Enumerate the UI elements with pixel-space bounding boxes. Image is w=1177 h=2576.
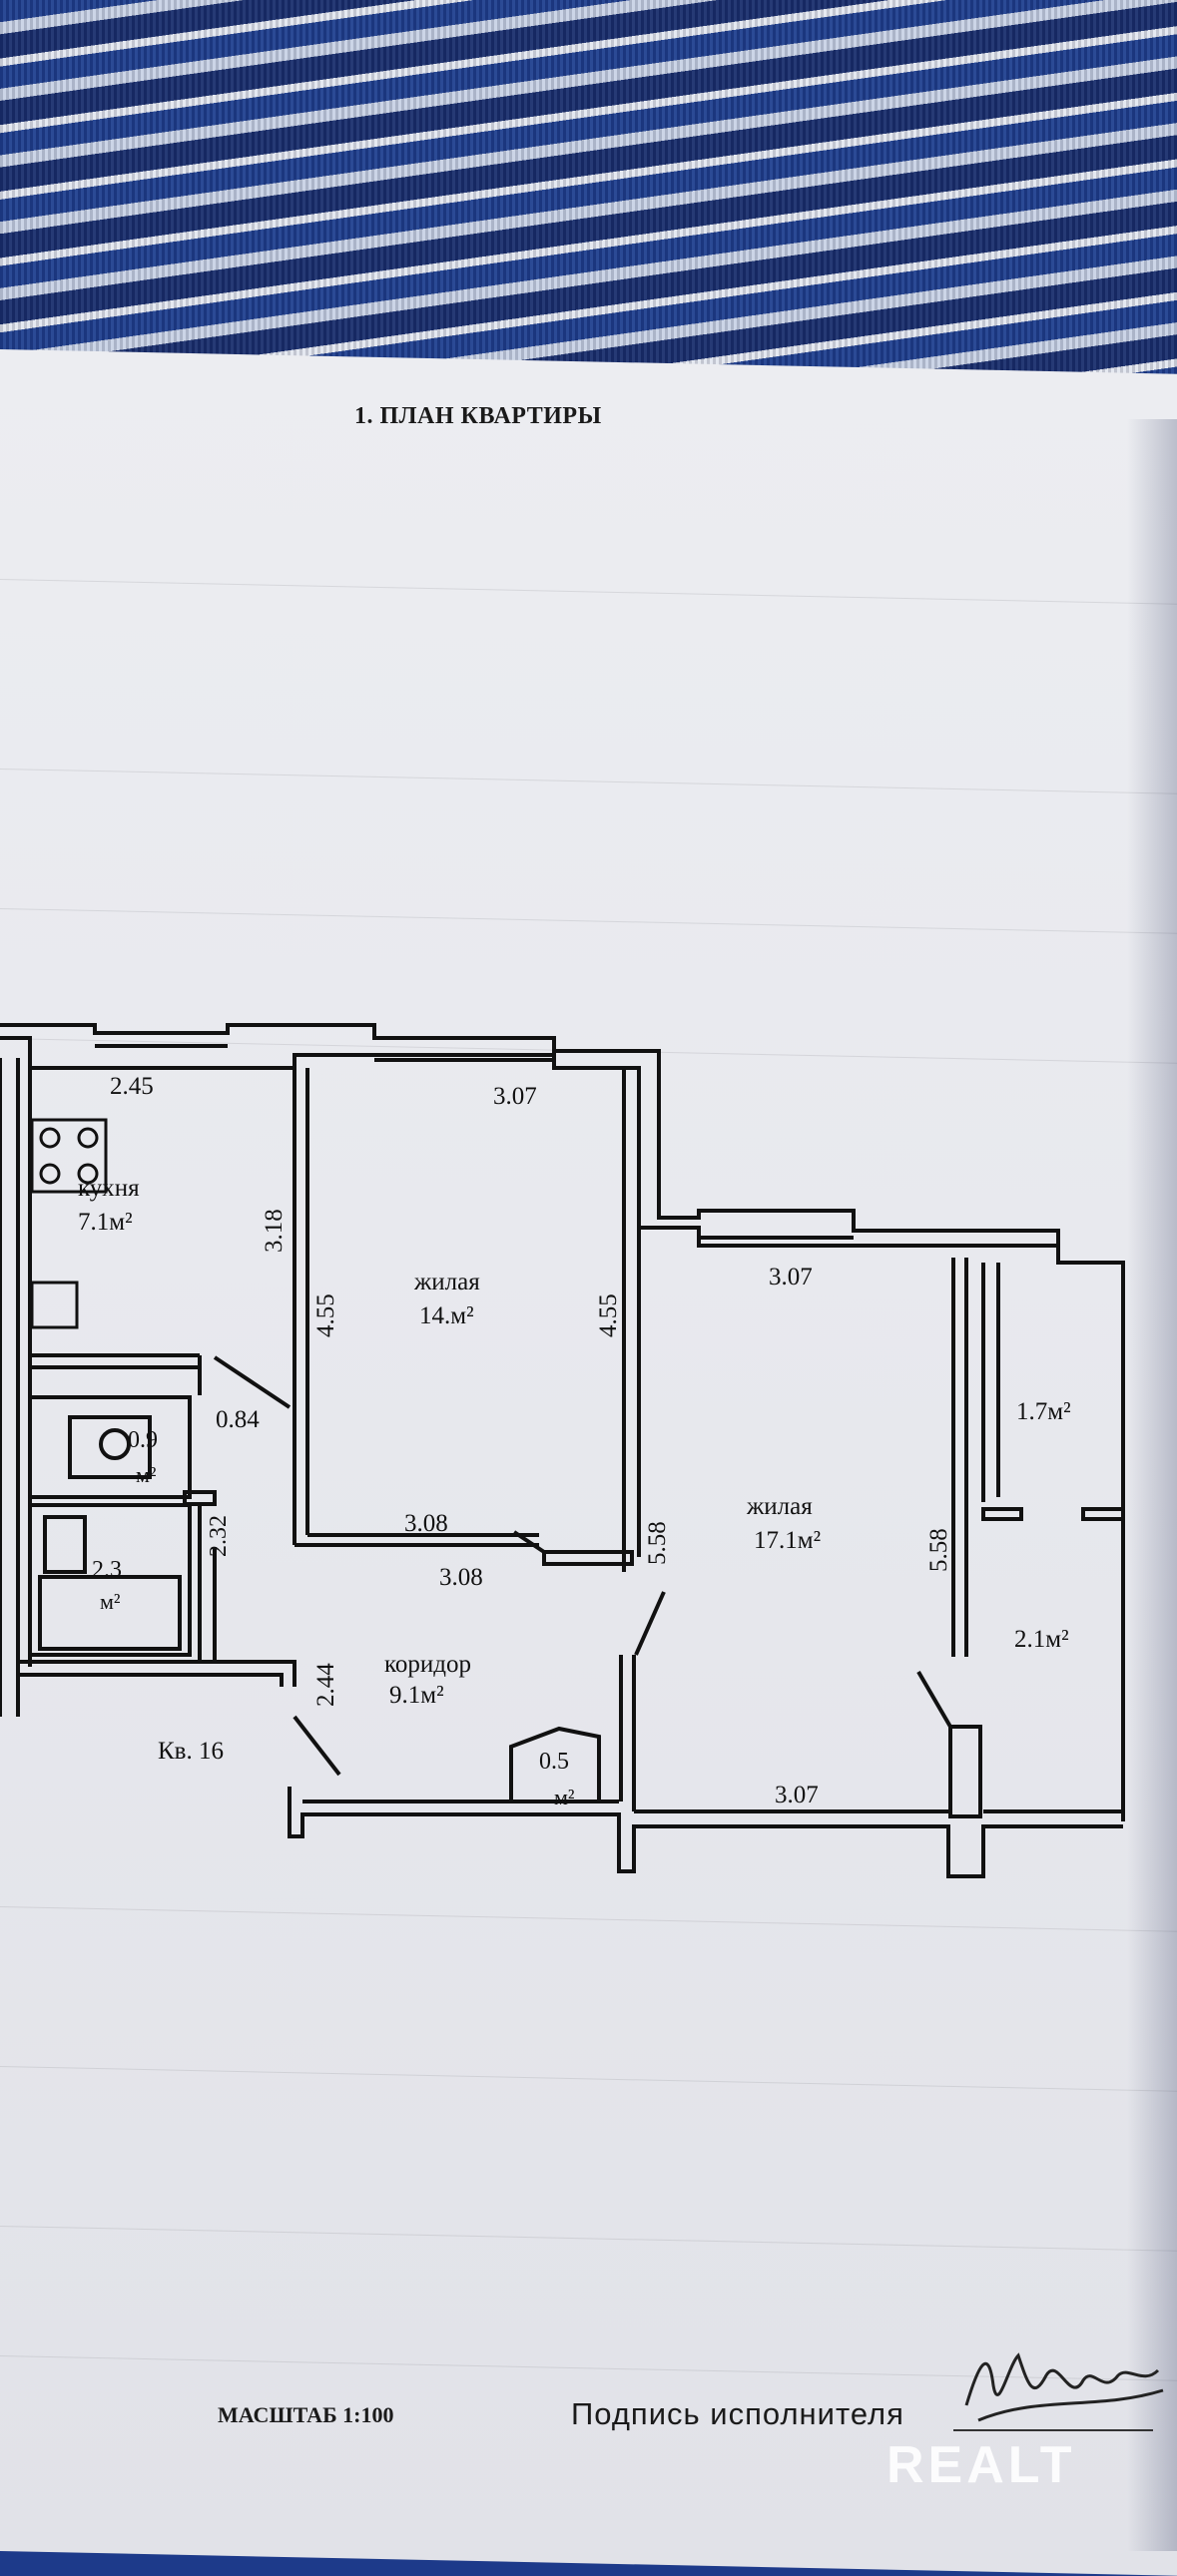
dim-living1-bottom-out: 3.08 (439, 1564, 483, 1591)
dim-living2-left: 5.58 (644, 1521, 671, 1565)
dim-kitchen-depth: 3.18 (261, 1209, 288, 1253)
bathtub (38, 1575, 182, 1651)
living2-name: жилая (746, 1493, 813, 1520)
wall-outer-bottom (288, 1787, 1123, 1878)
toilet-area-unit: м² (136, 1462, 157, 1487)
living2-area: 17.1м² (754, 1527, 821, 1554)
paper-edge-shadow (1127, 419, 1177, 2551)
wall-outer-top (0, 1023, 1125, 1821)
handwritten-signature (964, 2352, 1164, 2422)
dim-living1-right: 4.55 (595, 1293, 622, 1337)
toilet-door-jamb (183, 1490, 217, 1506)
background-blanket (0, 0, 1177, 419)
balcony-door-swing (916, 1670, 952, 1729)
realt-watermark: REALT (886, 2436, 1076, 2494)
bath-sink (43, 1515, 87, 1574)
corridor-name: коридор (384, 1651, 471, 1678)
toilet-area-value: 0.9 (128, 1427, 158, 1453)
kitchen-name: кухня (78, 1175, 140, 1202)
dim-corridor-short: 2.44 (312, 1663, 339, 1707)
signature-label: Подпись исполнителя (571, 2396, 904, 2431)
corridor-area: 9.1м² (389, 1682, 444, 1709)
dim-kitchen-width: 2.45 (110, 1073, 154, 1100)
dim-toilet-bath: 2.32 (206, 1515, 232, 1557)
corridor-door-swing (293, 1715, 341, 1777)
dim-living2-bottom: 3.07 (775, 1782, 819, 1808)
closet-area-unit: м² (554, 1785, 575, 1809)
plan-title: 1. ПЛАН КВАРТИРЫ (354, 403, 602, 429)
signature-line (953, 2429, 1153, 2431)
kitchen-area: 7.1м² (78, 1209, 133, 1236)
dim-living1-left: 4.55 (312, 1293, 339, 1337)
balcony-divider-right (1081, 1507, 1125, 1521)
apartment-number: Кв. 16 (158, 1738, 224, 1765)
living1-door-jamb (542, 1550, 634, 1566)
wall-corridor-left-b (18, 1673, 284, 1687)
bath-area-unit: м² (100, 1589, 121, 1614)
balcony-divider-left (981, 1507, 1023, 1521)
dim-living2-right: 5.58 (925, 1528, 952, 1572)
dim-living2-top: 3.07 (769, 1264, 813, 1290)
scale-label: МАСШТАБ 1:100 (218, 2402, 394, 2427)
bath-area-value: 2.3 (92, 1557, 122, 1583)
dim-living1-bottom-in: 3.08 (404, 1510, 448, 1537)
kitchen-door-swing (213, 1355, 292, 1409)
living1-area: 14.м² (419, 1302, 474, 1329)
living1-door-swing (512, 1530, 546, 1554)
living2-door-swing (634, 1591, 666, 1656)
toilet-room (28, 1395, 192, 1499)
dim-living1-top: 3.07 (493, 1083, 537, 1110)
living1-name: жилая (413, 1269, 480, 1295)
wall-corridor-left (18, 1660, 296, 1687)
dim-kitchen-door: 0.84 (216, 1406, 260, 1433)
wall-outer-top-inner (0, 1036, 1060, 1263)
closet-area-value: 0.5 (539, 1749, 569, 1775)
balcony-door-jamb (948, 1725, 982, 1818)
closet (509, 1726, 601, 1802)
bath-room (28, 1503, 192, 1657)
kitchen-stove (30, 1118, 108, 1329)
toilet-seat (99, 1428, 131, 1460)
balcony2-area: 2.1м² (1014, 1626, 1069, 1653)
toilet-bowl (68, 1415, 152, 1479)
balcony1-area: 1.7м² (1016, 1398, 1071, 1425)
